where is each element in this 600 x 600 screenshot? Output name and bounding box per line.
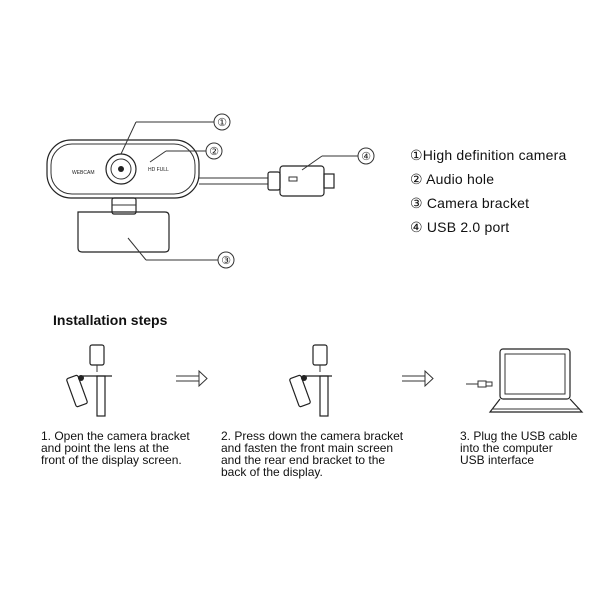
legend-item-usb-port: ④ USB 2.0 port bbox=[410, 219, 510, 235]
hd-full-badge: HD FULL bbox=[148, 167, 169, 173]
callout-3: ③ bbox=[221, 254, 231, 267]
step-3-text: 3. Plug the USB cable into the computer … bbox=[460, 429, 578, 467]
step-2-text: 2. Press down the camera bracket and fas… bbox=[221, 429, 404, 479]
installation-title: Installation steps bbox=[53, 312, 168, 328]
usb-cable-shape bbox=[199, 165, 335, 197]
legend-item-audio-hole: ② Audio hole bbox=[410, 171, 495, 187]
legend-item-camera: ①High definition camera bbox=[410, 147, 567, 163]
step-1-text: 1. Open the camera bracket and point the… bbox=[41, 429, 190, 467]
webcam-body-label: WEBCAM bbox=[72, 170, 95, 176]
callout-1: ① bbox=[217, 116, 227, 129]
legend-item-bracket: ③ Camera bracket bbox=[410, 195, 530, 211]
camera-body-shape bbox=[46, 139, 200, 199]
callout-2: ② bbox=[209, 145, 219, 158]
callout-4: ④ bbox=[361, 150, 371, 163]
